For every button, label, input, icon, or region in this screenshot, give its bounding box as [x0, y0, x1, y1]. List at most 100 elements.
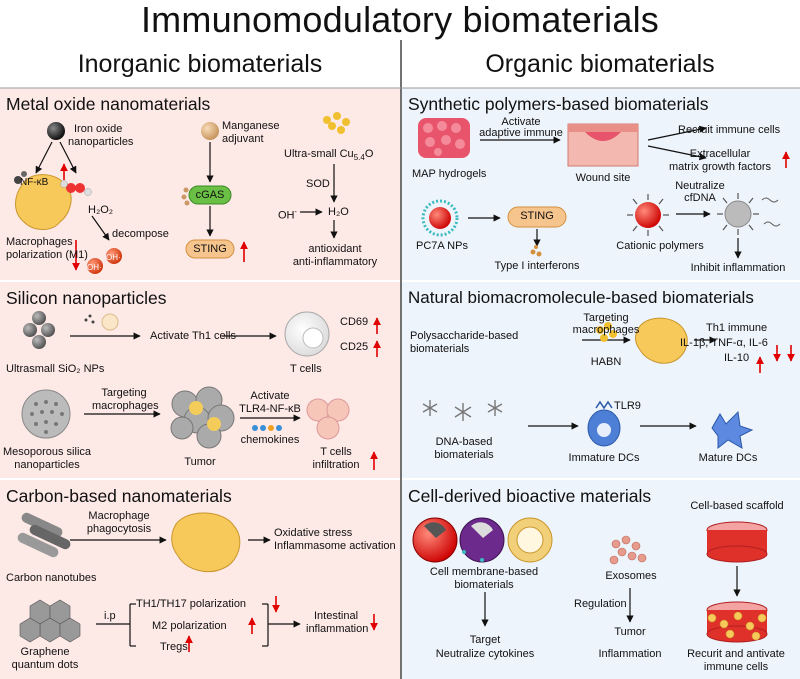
label-cationic-polymers: Cationic polymers: [616, 240, 704, 252]
immature-dc-icon: [587, 400, 621, 447]
label-th1-immune: Th1 immune: [706, 322, 768, 334]
panel-title-synthetic: Synthetic polymers-based biomaterials: [408, 94, 709, 114]
panel-title-silicon: Silicon nanoparticles: [6, 288, 167, 308]
label-recruit-immune: Recruit immune cells: [678, 124, 781, 136]
panel-synthetic: [402, 88, 800, 280]
label-immature-dcs: Immature DCs: [568, 452, 640, 464]
label-ip: i.p: [104, 610, 116, 622]
label-polysaccharide: Polysaccharide-based: [410, 330, 519, 342]
label-exosomes: Exosomes: [605, 570, 657, 582]
label-sod: SOD: [306, 178, 330, 190]
label-graphene: Graphene: [20, 646, 70, 658]
label-cu-oxide: Ultra-small Cu5.4O: [284, 148, 374, 163]
map-hydrogel-icon: [418, 118, 470, 158]
label-macrophage: Macrophage: [88, 510, 150, 522]
label-iron-oxide: Iron oxide: [74, 123, 123, 135]
iron-oxide-nanoparticle-icon: [47, 122, 65, 140]
label-oxidative-stress: Oxidative stress: [274, 527, 353, 539]
column-header-organic: Organic biomaterials: [485, 50, 715, 78]
label-neutralize-cytokines: Neutralize cytokines: [435, 648, 535, 660]
carbon-nanotube-icon: [17, 512, 71, 558]
recruited-scaffold-icon: [706, 601, 768, 643]
label-nfkb: NF-κB: [20, 177, 49, 188]
label-recruit-antivate: Recurit and antivate: [687, 648, 785, 660]
label-anti-inflammatory: anti-inflammatory: [292, 256, 378, 268]
label-adjuvant: adjuvant: [222, 133, 264, 145]
macrophage-icon-carbon: [171, 512, 241, 572]
tumor-icon: [170, 386, 235, 449]
label-oh-minus: OH-: [278, 209, 297, 222]
sting-pill-synthetic: [507, 206, 567, 228]
label-dna-based: DNA-based: [435, 436, 493, 448]
label-polarization-m1: polarization (M1): [6, 249, 88, 261]
label-habn: HABN: [590, 356, 622, 368]
label-tumor-cell: Tumor: [614, 626, 646, 638]
label-t-cells: T cells: [290, 363, 322, 375]
label-m2: M2 polarization: [152, 620, 227, 632]
label-chemokines: chemokines: [240, 434, 300, 446]
label-cgas: cGAS: [195, 189, 225, 201]
label-tregs: Tregs: [160, 641, 188, 653]
label-cell-membrane: Cell membrane-based: [429, 566, 539, 578]
label-meso-nanoparticles: nanoparticles: [14, 459, 80, 471]
hydroxyl-radical-icon-2: [106, 248, 122, 264]
mesoporous-silica-icon: [21, 389, 71, 439]
label-cd69: CD69: [340, 316, 369, 328]
label-inflammation-cell: Inflammation: [598, 648, 662, 660]
label-t-cells-infil: T cells: [320, 446, 352, 458]
label-il10: IL-10: [724, 352, 750, 364]
label-decompose: decompose: [112, 228, 169, 240]
label-activate-th1: Activate Th1 cells: [150, 330, 237, 342]
label-cell-scaffold: Cell-based scaffold: [690, 500, 784, 512]
label-inflammation: inflammation: [306, 623, 369, 635]
label-mature-dcs: Mature DCs: [698, 452, 758, 464]
panel-title-natural: Natural biomacromolecule-based biomateri…: [408, 288, 754, 307]
cationic-polymer-icon: [627, 194, 669, 236]
macrophage-icon: [15, 174, 72, 230]
wound-site-icon: [567, 123, 639, 167]
label-h2o2: H₂O₂: [88, 204, 114, 216]
label-mesoporous-silica: Mesoporous silica: [2, 446, 92, 458]
graphene-quantum-dot-icon: [19, 599, 81, 643]
panel-title-metal-oxide: Metal oxide nanomaterials: [6, 94, 211, 114]
panel-title-carbon: Carbon-based nanomaterials: [6, 486, 232, 506]
label-matrix-growth: matrix growth factors: [668, 161, 772, 173]
panel-silicon: [0, 282, 400, 478]
manganese-adjuvant-icon: [201, 122, 219, 140]
mature-dc-icon: [711, 410, 754, 450]
dna-biomaterial-icon: [422, 400, 503, 421]
label-pc7a: PC7A NPs: [416, 240, 468, 252]
label-oh-radical-2: OH·: [106, 253, 121, 262]
label-intestinal: Intestinal: [313, 610, 359, 622]
label-targeting: Targeting: [101, 387, 147, 399]
cgas-pill: [188, 185, 232, 205]
label-poly-biomaterials: biomaterials: [410, 343, 470, 355]
label-activate-tlr4: Activate: [250, 390, 290, 402]
hydroxyl-radical-icon: [87, 258, 103, 274]
label-ultrasmall-sio2: Ultrasmall SiO₂ NPs: [6, 363, 105, 375]
label-cm-biomaterials: biomaterials: [454, 579, 514, 591]
label-antioxidant: antioxidant: [308, 243, 362, 255]
macrophage-icon-natural: [635, 317, 688, 364]
label-oh-radical-1: OH·: [87, 263, 102, 272]
label-th1-th17: TH1/TH17 polarization: [136, 598, 247, 610]
label-targeting-natural: Targeting: [583, 312, 629, 324]
label-carbon-nanotubes: Carbon nanotubes: [6, 572, 97, 584]
label-phagocytosis: phagocytosis: [86, 523, 152, 535]
label-adaptive-immune: adaptive immune: [479, 127, 563, 139]
label-wound-site: Wound site: [575, 172, 631, 184]
pc7a-nanoparticle-icon: [421, 199, 459, 237]
label-cfdna: cfDNA: [684, 192, 716, 204]
sting-pill-metal: [185, 239, 235, 259]
label-macrophages-natural: macrophages: [572, 324, 640, 336]
label-target: Target: [469, 634, 501, 646]
label-immune-cells: immune cells: [703, 661, 769, 673]
label-activate: Activate: [501, 116, 541, 128]
label-cd25: CD25: [340, 341, 369, 353]
label-map-hydrogels: MAP hydrogels: [412, 168, 487, 180]
label-sting-metal: STING: [193, 243, 227, 255]
neutralized-cfdna-icon: [717, 193, 781, 235]
label-tlr9: TLR9: [614, 400, 641, 412]
label-macrophages: Macrophages: [6, 236, 73, 248]
